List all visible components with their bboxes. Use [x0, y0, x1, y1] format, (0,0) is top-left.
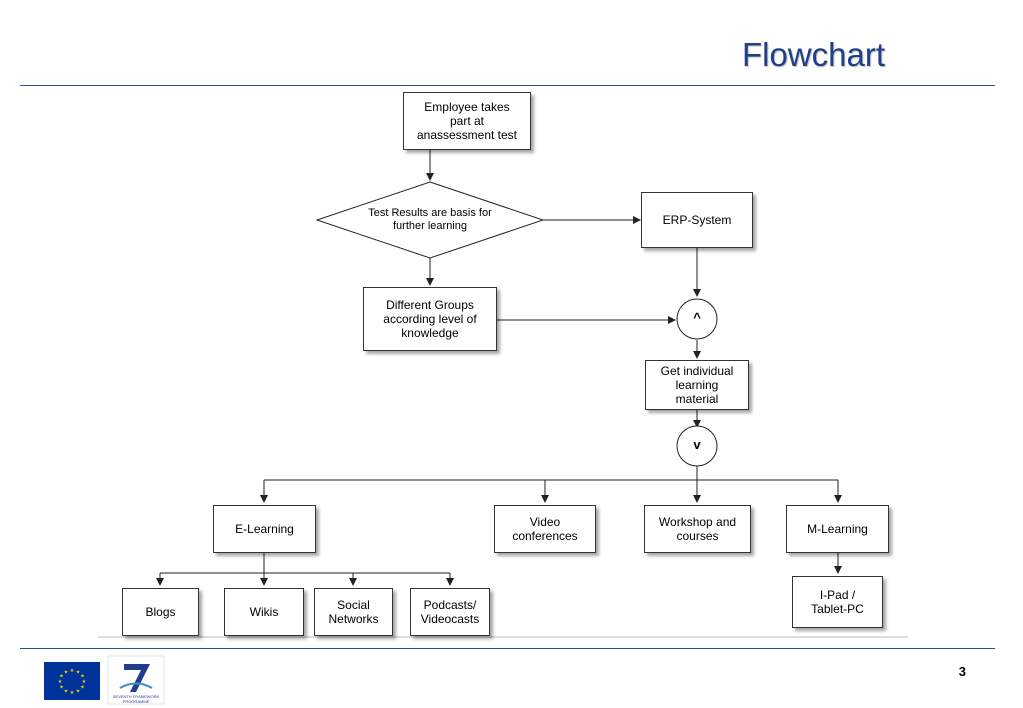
svg-text:★: ★ — [59, 674, 64, 680]
ipad-tablet-box: I-Pad / Tablet-PC — [792, 576, 883, 628]
seventh-framework-programme-logo — [107, 655, 165, 705]
fp7-logo-text: SEVENTH FRAMEWORK PROGRAMME — [112, 694, 160, 704]
m-learning-box: M-Learning — [786, 505, 889, 553]
or-gate-circle — [676, 425, 718, 467]
title-divider — [20, 85, 995, 86]
svg-text:★: ★ — [64, 689, 69, 695]
or-gate-label: v — [693, 437, 701, 452]
svg-text:★: ★ — [64, 670, 69, 676]
learning-material-box: Get individual learning material — [645, 360, 749, 410]
footer-divider — [20, 648, 995, 649]
social-networks-box: Social Networks — [314, 588, 393, 636]
wikis-box: Wikis — [224, 588, 304, 636]
decision-label: Test Results are basis for further learn… — [368, 207, 492, 232]
page-number: 3 — [958, 664, 966, 679]
svg-text:★: ★ — [70, 690, 75, 696]
blogs-box: Blogs — [122, 588, 199, 636]
podcasts-box: Podcasts/ Videocasts — [410, 588, 490, 636]
decision-diamond — [315, 181, 545, 259]
svg-text:★: ★ — [80, 685, 85, 691]
svg-text:★: ★ — [58, 679, 63, 685]
svg-text:★: ★ — [59, 685, 64, 691]
svg-text:★: ★ — [70, 668, 75, 674]
e-learning-box: E-Learning — [213, 505, 316, 553]
svg-text:★: ★ — [76, 670, 81, 676]
svg-text:★: ★ — [76, 689, 81, 695]
workshop-courses-box: Workshop and courses — [644, 505, 751, 553]
and-gate-circle — [676, 298, 718, 340]
and-gate-label: ^ — [693, 310, 701, 325]
groups-box: Different Groups according level of know… — [363, 287, 497, 351]
svg-text:★: ★ — [82, 679, 87, 685]
svg-text:★: ★ — [80, 674, 85, 680]
video-conferences-box: Video conferences — [494, 505, 596, 553]
slide-title: Flowchart — [741, 36, 885, 73]
assessment-box: Employee takes part at anassessment test — [403, 92, 531, 150]
erp-system-box: ERP-System — [641, 192, 753, 248]
eu-flag-logo: ★ ★ ★ ★ ★ ★ ★ ★ ★ ★ ★ ★ — [44, 662, 100, 700]
